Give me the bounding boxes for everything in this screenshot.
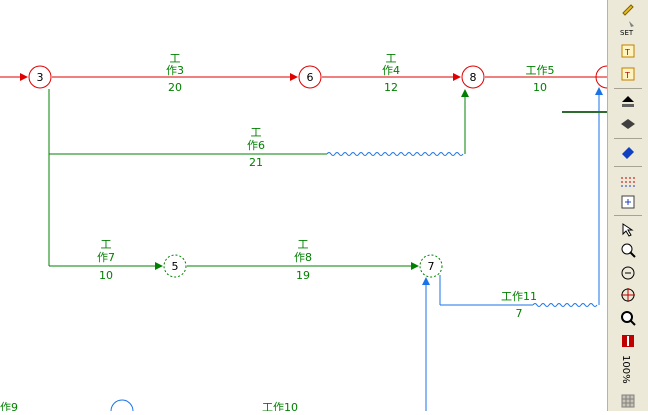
- activity-6-duration: 21: [249, 156, 263, 169]
- network-diagram-canvas[interactable]: 3 6 8 5 7 工 作3 20 工 作4 12 工作5 10 工 作6 21…: [0, 0, 615, 414]
- node-6[interactable]: 6: [298, 65, 322, 89]
- activity-3-duration: 20: [168, 81, 182, 94]
- activity-8-duration: 19: [296, 269, 310, 282]
- crosshair-icon[interactable]: [618, 285, 638, 305]
- zoom-fit-icon[interactable]: [618, 263, 638, 283]
- dashed-lines-icon[interactable]: [618, 171, 638, 191]
- activity-7-name-top: 工: [101, 238, 112, 251]
- activity-5-duration: 10: [533, 81, 547, 94]
- svg-text:SET: SET: [620, 29, 634, 37]
- node-8-label: 8: [470, 71, 477, 84]
- node-8[interactable]: 8: [461, 65, 485, 89]
- node-6-label: 6: [307, 71, 314, 84]
- activity-6-name-bottom: 作6: [247, 139, 265, 152]
- activity-4-name-bottom: 作4: [382, 64, 400, 77]
- scroll-icon[interactable]: [618, 391, 638, 411]
- activity-5-name: 工作5: [526, 64, 555, 77]
- ruler-icon[interactable]: [618, 331, 638, 351]
- activity-7-name-bottom: 作7: [97, 251, 115, 264]
- zoom-percent-label[interactable]: 100%: [620, 355, 631, 384]
- activity-6-free-float: [326, 152, 464, 156]
- text-box-icon[interactable]: T: [618, 41, 638, 61]
- pencil-icon[interactable]: [618, 0, 638, 20]
- svg-text:T: T: [624, 71, 630, 80]
- node-3[interactable]: 3: [28, 65, 52, 89]
- select-pointer-icon[interactable]: [618, 219, 638, 239]
- activity-11-free-float: [532, 303, 598, 307]
- activity-4-duration: 12: [384, 81, 398, 94]
- activity-8-name-top: 工: [298, 238, 309, 251]
- eraser-icon[interactable]: [618, 142, 638, 162]
- node-3-label: 3: [37, 71, 44, 84]
- node-7-label: 7: [428, 260, 435, 273]
- text-box-icon-2[interactable]: T: [618, 64, 638, 84]
- activity-7-duration: 10: [99, 269, 113, 282]
- node-5[interactable]: 5: [163, 254, 187, 278]
- activity-4-name-top: 工: [386, 52, 397, 65]
- activity-3-name-bottom: 作3: [166, 64, 184, 77]
- svg-text:T: T: [624, 48, 630, 57]
- arrow-up-layer-icon[interactable]: [618, 92, 638, 112]
- right-toolbar: SET T T 100%: [607, 0, 648, 411]
- import-icon[interactable]: [618, 192, 638, 212]
- wave-layer-icon[interactable]: [618, 114, 638, 134]
- activity-11-name: 工作11: [501, 290, 537, 303]
- activity-9-name: 作9: [0, 401, 18, 411]
- node-5-label: 5: [172, 260, 179, 273]
- activity-8-name-bottom: 作8: [294, 251, 312, 264]
- activity-11-duration: 7: [516, 307, 523, 320]
- activity-10-name: 工作10: [262, 401, 298, 411]
- activity-3-name-top: 工: [170, 52, 181, 65]
- activity-6-name-top: 工: [251, 126, 262, 139]
- node-7[interactable]: 7: [419, 254, 443, 278]
- annotation-arrow: [562, 111, 615, 119]
- zoom-in-icon[interactable]: [618, 240, 638, 260]
- node-bottom-partial[interactable]: [110, 399, 134, 412]
- zoom-search-icon[interactable]: [618, 308, 638, 328]
- set-icon[interactable]: SET: [618, 18, 638, 38]
- node-partial-right[interactable]: [595, 65, 608, 89]
